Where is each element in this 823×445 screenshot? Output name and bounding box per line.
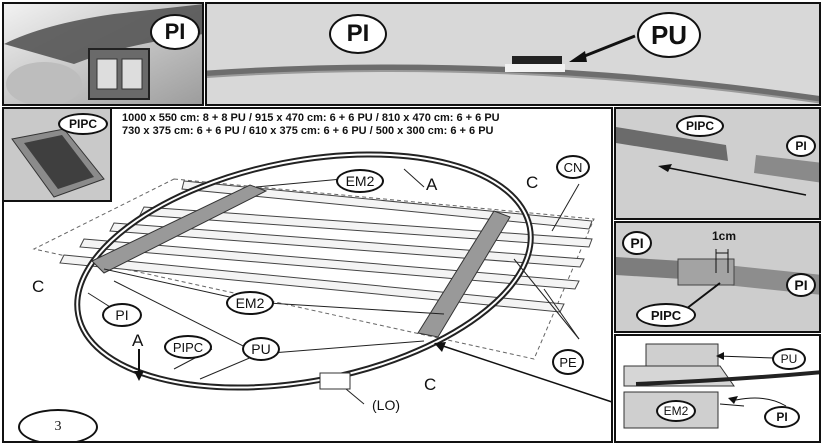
label-pi: PI: [150, 14, 200, 50]
rail-illustration: [207, 4, 819, 104]
detail-pu-em2: PU EM2 PI: [614, 334, 821, 443]
photo-pipc: PIPC: [2, 107, 112, 202]
label-pi: PI: [786, 135, 816, 157]
label-a-top: A: [426, 175, 438, 194]
photo-pipc-gap: PI 1cm PI PIPC: [614, 221, 821, 333]
label-pu: PU: [772, 348, 806, 370]
label-em2-top: EM2: [336, 169, 384, 193]
photo-pi-profile: PI: [2, 2, 204, 106]
label-lo: (LO): [372, 397, 400, 413]
photo-pipc-pi-join: PIPC PI: [614, 107, 821, 220]
label-pi: PI: [329, 14, 387, 54]
label-pi-left: PI: [622, 231, 652, 255]
label-pipc: PIPC: [58, 113, 108, 135]
label-c-top: C: [526, 173, 539, 192]
label-c-left: C: [32, 277, 45, 296]
label-c-bottom: C: [424, 375, 437, 394]
label-pi: PI: [102, 303, 142, 327]
pipc-illustration: [4, 109, 110, 200]
spec-line-2: 730 x 375 cm: 6 + 6 PU / 610 x 375 cm: 6…: [122, 125, 494, 137]
label-pipc: PIPC: [676, 115, 724, 137]
label-cn: CN: [556, 155, 590, 179]
label-pi: PI: [764, 406, 800, 428]
label-pipc: PIPC: [636, 303, 696, 327]
label-pi-right: PI: [786, 273, 816, 297]
track-layout-diagram: [32, 151, 595, 405]
measure-1cm: 1cm: [712, 229, 737, 243]
spec-line-1: 1000 x 550 cm: 8 + 8 PU / 915 x 470 cm: …: [122, 112, 500, 124]
photo-pi-pu-rail: PI PU: [205, 2, 821, 106]
page-number: 3: [18, 409, 98, 441]
label-a-left: A: [132, 331, 144, 350]
label-pu: PU: [637, 12, 701, 58]
label-pu: PU: [242, 337, 280, 361]
label-pe: PE: [552, 349, 584, 375]
label-pipc: PIPC: [164, 335, 212, 359]
label-em2: EM2: [656, 400, 696, 422]
label-em2-mid: EM2: [226, 291, 274, 315]
